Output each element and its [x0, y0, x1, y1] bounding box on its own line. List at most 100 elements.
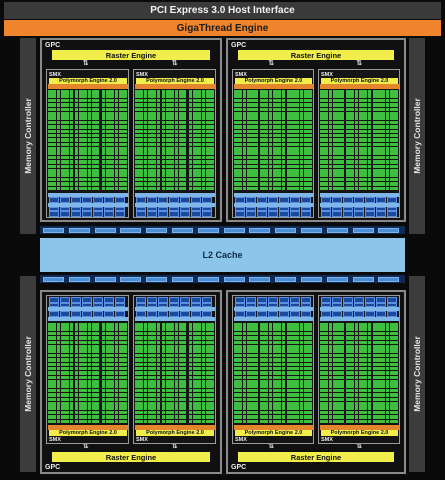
cuda-core — [346, 415, 350, 419]
cuda-core — [205, 353, 210, 358]
cuda-core — [152, 410, 157, 415]
cuda-core — [295, 410, 300, 415]
cuda-core — [394, 393, 398, 397]
cuda-core — [328, 177, 333, 182]
cuda-core — [165, 340, 170, 345]
cuda-core — [234, 129, 238, 134]
cuda-core — [96, 98, 100, 103]
register-cell — [135, 311, 146, 317]
cuda-core — [123, 410, 127, 415]
cuda-core — [101, 384, 106, 389]
cuda-core — [332, 402, 337, 406]
cuda-core — [69, 366, 73, 371]
cuda-core — [251, 116, 255, 120]
cuda-core — [69, 340, 73, 345]
cuda-core — [291, 375, 295, 380]
cuda-core — [174, 358, 179, 362]
register-cell — [331, 207, 342, 211]
cuda-core — [118, 94, 123, 98]
cuda-core — [295, 133, 300, 138]
cuda-core — [192, 94, 197, 98]
cuda-core — [178, 323, 183, 327]
cuda-core — [291, 151, 295, 156]
cuda-core — [320, 415, 324, 419]
cuda-core — [201, 419, 206, 424]
cuda-core — [170, 111, 174, 116]
cuda-core — [170, 375, 174, 380]
cuda-core — [286, 138, 291, 142]
cuda-core — [281, 164, 285, 169]
cuda-core — [350, 116, 355, 120]
gpc-label: GPC — [45, 464, 61, 471]
register-cell — [289, 297, 300, 303]
cuda-core — [135, 358, 139, 362]
cuda-core — [69, 142, 73, 147]
cuda-core — [394, 186, 398, 191]
cuda-core — [377, 142, 381, 147]
cuda-core — [52, 353, 57, 358]
cuda-core — [295, 164, 300, 169]
gpc-label: GPC — [231, 464, 247, 471]
cuda-core — [188, 419, 193, 424]
cuda-core — [56, 138, 61, 142]
cuda-core — [377, 147, 381, 151]
cuda-core — [273, 186, 277, 191]
cuda-core — [197, 393, 201, 397]
cuda-core — [255, 90, 259, 94]
cuda-core — [367, 151, 371, 156]
cuda-core — [91, 151, 96, 156]
cuda-core — [337, 415, 341, 419]
cuda-core — [205, 358, 210, 362]
cuda-core — [174, 169, 179, 173]
cuda-core — [286, 177, 291, 182]
cuda-core — [197, 173, 201, 177]
cuda-core — [251, 155, 255, 160]
cuda-core — [363, 362, 367, 367]
raster-engine: Raster Engine — [238, 50, 394, 60]
cuda-core — [83, 410, 87, 415]
cuda-core — [110, 173, 114, 177]
cuda-core — [139, 120, 144, 125]
cuda-core — [385, 393, 390, 397]
cuda-core — [354, 353, 359, 358]
cuda-core — [363, 116, 367, 120]
cuda-core — [281, 375, 285, 380]
cuda-core — [324, 142, 328, 147]
cuda-core — [56, 415, 61, 419]
cuda-core — [363, 358, 367, 362]
cuda-core — [377, 129, 381, 134]
cuda-core — [341, 182, 345, 186]
cuda-core — [255, 362, 259, 367]
cuda-core — [385, 107, 390, 112]
cuda-core — [65, 151, 70, 156]
cuda-core — [156, 94, 160, 98]
cuda-core — [61, 353, 65, 358]
cuda-core — [174, 323, 179, 327]
cuda-core — [96, 353, 100, 358]
cuda-core — [328, 384, 333, 389]
cuda-core — [273, 98, 277, 103]
cuda-core — [328, 129, 333, 134]
cuda-core — [65, 388, 70, 393]
cuda-core — [69, 120, 73, 125]
cuda-core — [135, 107, 139, 112]
cuda-core — [174, 147, 179, 151]
cuda-core — [48, 336, 52, 340]
cuda-core — [381, 169, 386, 173]
cuda-core — [264, 371, 269, 375]
cuda-core — [299, 380, 304, 384]
cuda-core — [255, 138, 259, 142]
cuda-core — [320, 331, 324, 336]
cuda-core — [255, 147, 259, 151]
cuda-core — [255, 111, 259, 116]
cuda-core — [74, 173, 79, 177]
cuda-core — [394, 344, 398, 349]
cuda-core — [350, 120, 355, 125]
cuda-core — [48, 160, 52, 164]
cuda-core — [394, 151, 398, 156]
cuda-core — [281, 147, 285, 151]
cuda-core — [238, 362, 242, 367]
cuda-core — [281, 380, 285, 384]
cuda-core — [255, 186, 259, 191]
